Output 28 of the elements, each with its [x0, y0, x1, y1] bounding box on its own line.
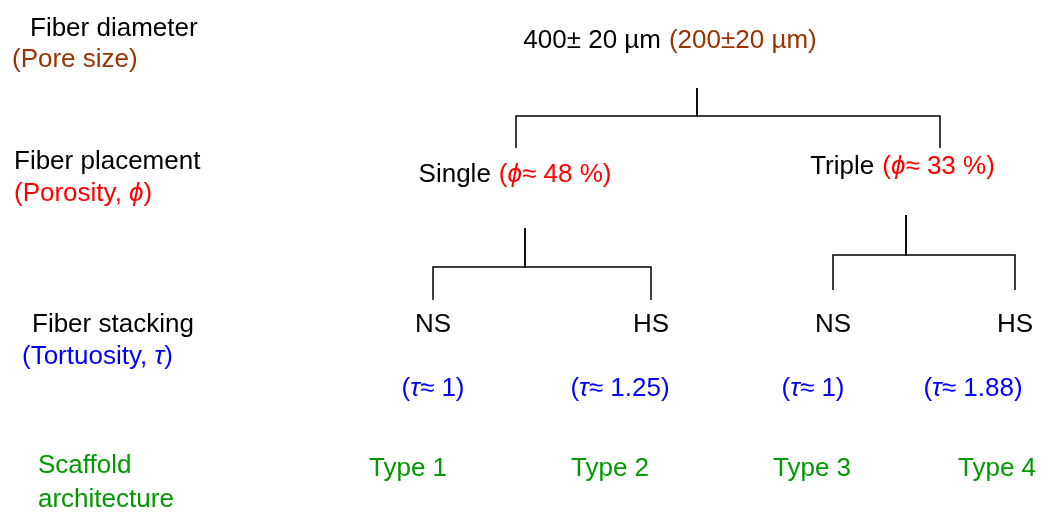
tortuosity-value: (τ≈ 1) — [781, 372, 845, 402]
node-label: HS — [632, 308, 670, 338]
row-property: (Porosity, ϕ) — [14, 177, 153, 207]
row-heading: Fiber stacking — [32, 308, 194, 338]
node-label: HS — [996, 308, 1034, 338]
tortuosity-value: (τ≈ 1.25) — [570, 372, 670, 402]
node-label: NS — [414, 308, 452, 338]
tree-connector — [905, 214, 1016, 291]
node-label: Single — [418, 158, 491, 188]
tree-connector — [524, 227, 652, 301]
node-label: NS — [814, 308, 852, 338]
tortuosity-value: (τ≈ 1.88) — [923, 372, 1023, 402]
scaffold-type: Type 1 — [368, 452, 448, 482]
property-value: (200±20 µm) — [668, 24, 817, 54]
scaffold-type: Type 2 — [570, 452, 650, 482]
property-value: (ϕ≈ 48 %) — [498, 158, 612, 188]
row-property: (Pore size) — [12, 43, 138, 73]
scaffold-type: Type 4 — [957, 452, 1037, 482]
row-property: (Tortuosity, τ) — [22, 340, 173, 370]
row-heading: Fiber diameter — [30, 12, 198, 42]
row-heading: Fiber placement — [14, 145, 201, 175]
node-label: 400± 20 µm — [523, 24, 661, 54]
row-heading: Scaffold architecture — [38, 448, 175, 515]
tortuosity-value: (τ≈ 1) — [401, 372, 465, 402]
node-label: Triple — [810, 150, 875, 180]
tree-connector — [696, 87, 941, 149]
scaffold-type: Type 3 — [772, 452, 852, 482]
property-value: (ϕ≈ 33 %) — [882, 150, 995, 180]
